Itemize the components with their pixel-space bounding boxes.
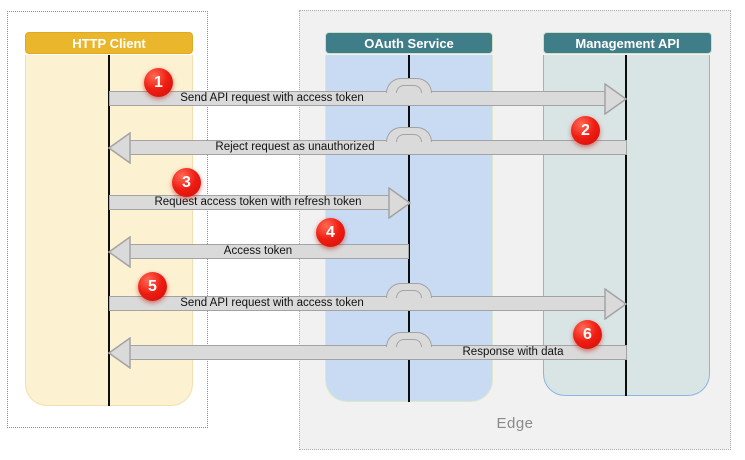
lane-header-management-api: Management API	[543, 32, 712, 54]
arrowhead-left-icon	[108, 337, 131, 369]
message-arrow-5-bar	[109, 296, 605, 311]
lifeline-oauth-service	[408, 55, 410, 402]
step-number: 5	[148, 277, 157, 295]
message-arrow-1-bar	[109, 91, 605, 106]
arrowhead-right-icon	[604, 83, 627, 115]
lane-label-management-api: Management API	[575, 35, 680, 51]
step-badge-1: 1	[144, 68, 173, 97]
line-hop-arc-inner	[396, 339, 422, 347]
step-number: 4	[326, 223, 335, 241]
step-badge-2: 2	[571, 116, 600, 145]
lane-label-http-client: HTTP Client	[72, 35, 146, 51]
line-hop-arc-inner	[396, 85, 422, 93]
edge-region-label: Edge	[496, 415, 534, 432]
step-number: 2	[581, 121, 590, 139]
message-arrow-4-bar	[129, 244, 409, 259]
step-number: 3	[182, 173, 191, 191]
step-badge-5: 5	[138, 272, 167, 301]
step-number: 6	[583, 325, 592, 343]
arrowhead-right-icon	[604, 288, 627, 320]
step-badge-6: 6	[573, 320, 602, 349]
lane-label-oauth-service: OAuth Service	[364, 35, 454, 51]
message-label-4: Access token	[223, 245, 293, 257]
lane-header-oauth-service: OAuth Service	[325, 32, 493, 54]
message-label-3: Request access token with refresh token	[154, 196, 362, 208]
arrowhead-left-icon	[108, 132, 131, 164]
lane-header-http-client: HTTP Client	[25, 32, 193, 54]
message-arrow-2-bar	[129, 140, 627, 155]
arrowhead-right-icon	[388, 187, 411, 219]
message-arrow-6-bar	[129, 345, 627, 360]
lifeline-management-api	[625, 55, 627, 396]
step-badge-4: 4	[316, 218, 345, 247]
step-badge-3: 3	[172, 168, 201, 197]
lifeline-http-client	[108, 55, 110, 406]
message-label-5: Send API request with access token	[180, 297, 364, 309]
step-number: 1	[154, 73, 163, 91]
message-label-1: Send API request with access token	[180, 92, 364, 104]
message-label-2: Reject request as unauthorized	[215, 141, 375, 153]
message-label-6: Response with data	[462, 346, 564, 358]
message-arrow-3-bar	[109, 195, 389, 210]
line-hop-arc-inner	[396, 134, 422, 142]
arrowhead-left-icon	[108, 236, 131, 268]
line-hop-arc-inner	[396, 290, 422, 298]
